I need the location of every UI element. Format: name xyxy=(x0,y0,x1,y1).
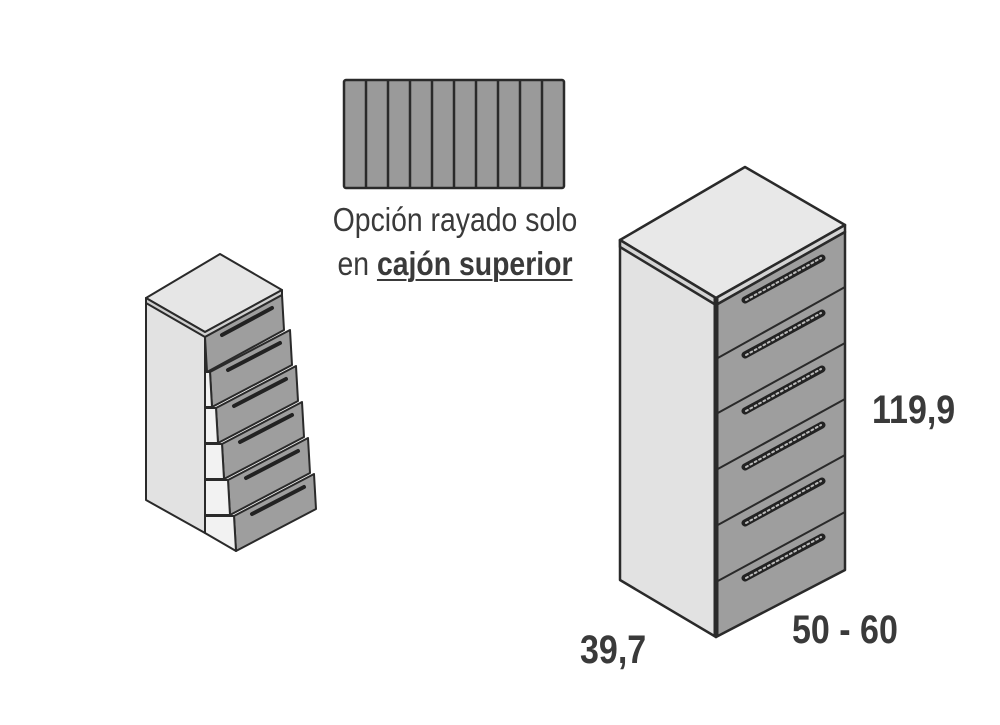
depth-dimension: 39,7 xyxy=(580,628,647,672)
height-dimension: 119,9 xyxy=(872,388,956,432)
striped-swatch xyxy=(342,78,566,190)
width-dimension: 50 - 60 xyxy=(792,608,898,652)
caption-line-1: Opción rayado solo xyxy=(332,201,578,238)
large-cabinet-illustration xyxy=(618,165,847,639)
caption-line-2: en cajón superior xyxy=(337,245,573,282)
caption: Opción rayado solo en cajón superior xyxy=(322,198,589,286)
small-cabinet-illustration xyxy=(145,253,317,552)
caption-emphasis: cajón superior xyxy=(376,245,573,282)
